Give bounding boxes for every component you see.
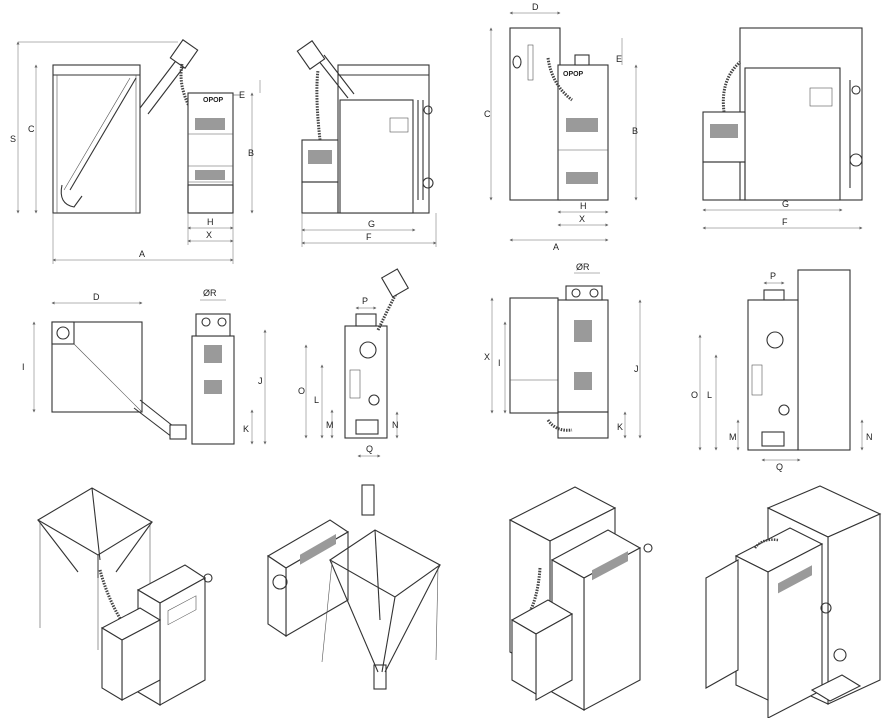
dim-label-x: X: [206, 230, 212, 240]
dim-label-k: K: [243, 424, 249, 434]
dim-label-p2: P: [770, 271, 776, 281]
dim-label-a: A: [139, 249, 145, 259]
dim-label-d: D: [532, 2, 539, 12]
brand-label-2: OPOP: [563, 71, 584, 78]
dim-label-f2: F: [782, 217, 788, 227]
dim-label-x2: X: [579, 214, 585, 224]
dim-label-c: C: [28, 124, 35, 134]
view-side-tall-hopper: G F: [702, 27, 863, 230]
dim-label-i2: I: [498, 358, 501, 368]
dim-label-j2: J: [634, 364, 639, 374]
dim-label-h: H: [207, 217, 214, 227]
brand-label: OPOP: [203, 97, 224, 104]
dim-label-e: E: [239, 90, 245, 100]
dim-label-k2: K: [617, 422, 623, 432]
dim-label-p: P: [362, 296, 368, 306]
dim-label-m: M: [326, 420, 334, 430]
view-side-hopper: G F: [296, 40, 437, 247]
view-rear-burner: P O L M N Q: [298, 268, 410, 458]
dim-label-a2: A: [553, 242, 559, 252]
dim-label-j: J: [258, 376, 263, 386]
iso-view-hopper-boiler: [36, 487, 213, 706]
dim-label-s: S: [10, 134, 16, 144]
dim-label-n2: N: [866, 432, 873, 442]
view-rear-tall-hopper: P O L M N Q: [691, 269, 873, 472]
dim-label-n: N: [392, 420, 399, 430]
dim-label-x3: X: [484, 352, 490, 362]
dim-label-o: O: [298, 386, 305, 396]
dim-label-g: G: [368, 219, 375, 229]
iso-view-tall-hopper-rear: [705, 485, 882, 719]
dim-label-q2: Q: [776, 462, 783, 472]
dim-label-g2: G: [782, 199, 789, 209]
iso-view-burner-funnel: [266, 484, 442, 690]
view-top-hopper: D I J K ØR: [22, 288, 267, 445]
view-front-hopper-auger: OPOP S C A X H B E: [10, 39, 261, 264]
dim-label-m2: M: [729, 432, 737, 442]
view-top-tall-hopper: X I J K ØR: [484, 262, 642, 439]
iso-view-tall-hopper: [508, 486, 653, 711]
dim-label-h2: H: [580, 201, 587, 211]
dim-label-o2: O: [691, 390, 698, 400]
dim-label-q: Q: [366, 444, 373, 454]
dim-label-d2: D: [93, 292, 100, 302]
dim-label-i: I: [22, 362, 25, 372]
dim-label-e2: E: [616, 54, 622, 64]
dim-label-b: B: [248, 148, 254, 158]
dim-label-b2: B: [632, 126, 638, 136]
dim-label-f: F: [366, 232, 372, 242]
dim-label-l: L: [314, 395, 319, 405]
view-front-tall-hopper: OPOP D C B E H X A: [484, 2, 638, 252]
dim-label-r: ØR: [203, 288, 217, 298]
dim-label-r2: ØR: [576, 262, 590, 272]
dim-label-l2: L: [707, 390, 712, 400]
dim-label-c2: C: [484, 109, 491, 119]
